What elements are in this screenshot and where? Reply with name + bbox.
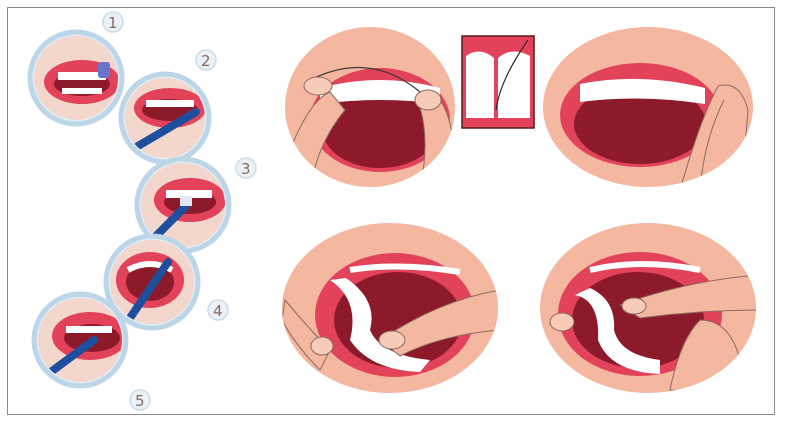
brushing-step-1 — [30, 30, 130, 130]
step-number-2: 2 — [201, 52, 211, 70]
floss-detail-inset — [462, 36, 534, 128]
brushing-step-2 — [120, 74, 210, 164]
floss-panel-lower-left — [282, 223, 500, 393]
step-number-4: 4 — [213, 302, 223, 320]
step-number-1: 1 — [108, 14, 118, 32]
floss-panel-side-upper — [543, 27, 753, 200]
brushing-step-5 — [34, 294, 128, 386]
step-number-5: 5 — [135, 392, 145, 410]
floss-panel-front-upper — [285, 27, 455, 190]
step-number-3: 3 — [241, 160, 251, 178]
floss-panel-lower-right — [540, 223, 760, 400]
